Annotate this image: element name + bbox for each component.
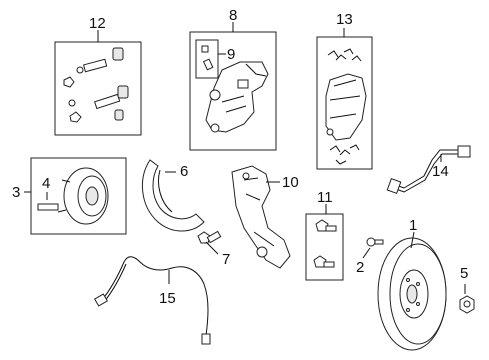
callout-14: 14 bbox=[432, 163, 449, 180]
bushing-lower-right bbox=[114, 109, 124, 121]
bushing-mid-right bbox=[117, 85, 129, 99]
callout-8: 8 bbox=[229, 7, 237, 24]
guide-pin-upper bbox=[76, 58, 108, 74]
callout-4: 4 bbox=[42, 175, 50, 192]
bushing-upper-right bbox=[112, 47, 124, 61]
pad-clips-upper-icon bbox=[327, 48, 362, 62]
wheel-stud-icon bbox=[37, 203, 59, 211]
callout-9: 9 bbox=[227, 46, 235, 63]
lug-nut-icon bbox=[459, 295, 475, 314]
callout-12: 12 bbox=[89, 15, 106, 32]
callout-10: 10 bbox=[282, 174, 299, 191]
brake-pad-icon bbox=[325, 73, 367, 141]
bracket-bolt-lower-icon bbox=[313, 255, 335, 268]
bracket-bolts-group: 11 bbox=[305, 189, 344, 281]
bleeder-screw-icon bbox=[201, 45, 214, 71]
brake-pad-group: 13 bbox=[316, 11, 373, 170]
bushing-left bbox=[68, 99, 76, 107]
dust-shield-group: 6 bbox=[141, 159, 205, 232]
brake-rotor-icon bbox=[377, 237, 447, 351]
abs-sensor-harness-icon bbox=[101, 256, 209, 337]
caliper-anchor-bracket-icon bbox=[231, 165, 291, 269]
brake-hose-icon bbox=[395, 149, 458, 189]
lug-nut-group: 5 bbox=[459, 265, 475, 314]
bolt-7-group: 7 bbox=[197, 230, 230, 268]
rotor-screw-icon bbox=[366, 237, 384, 247]
callout-11: 11 bbox=[317, 189, 333, 206]
callout-13: 13 bbox=[336, 11, 353, 28]
callout-3: 3 bbox=[12, 184, 20, 201]
brake-hose-group: 14 bbox=[386, 145, 471, 194]
rotor-screw-group: 2 bbox=[356, 237, 384, 276]
caliper-bolt-kit-group: 12 bbox=[54, 15, 142, 136]
bolt-head-left-upper bbox=[63, 76, 75, 88]
anchor-bracket-group: 10 bbox=[231, 165, 299, 269]
bolt-head-left-lower bbox=[69, 111, 82, 123]
wheel-hub-icon bbox=[57, 167, 109, 225]
caliper-group: 8 9 bbox=[189, 7, 277, 151]
dust-shield-icon bbox=[141, 159, 205, 232]
callout-2: 2 bbox=[356, 259, 364, 276]
rotor-group: 1 bbox=[377, 217, 447, 351]
callout-7: 7 bbox=[222, 251, 230, 268]
pad-clips-lower-icon bbox=[329, 144, 360, 165]
callout-5: 5 bbox=[460, 265, 468, 282]
callout-1: 1 bbox=[409, 217, 417, 234]
caliper-bolt-icon bbox=[197, 230, 222, 244]
hub-group: 3 4 bbox=[12, 157, 127, 235]
bracket-bolt-upper-icon bbox=[315, 219, 337, 232]
callout-6: 6 bbox=[180, 163, 188, 180]
callout-15: 15 bbox=[159, 290, 176, 307]
abs-sensor-group: 15 bbox=[93, 256, 211, 345]
brake-caliper-icon bbox=[205, 61, 269, 133]
